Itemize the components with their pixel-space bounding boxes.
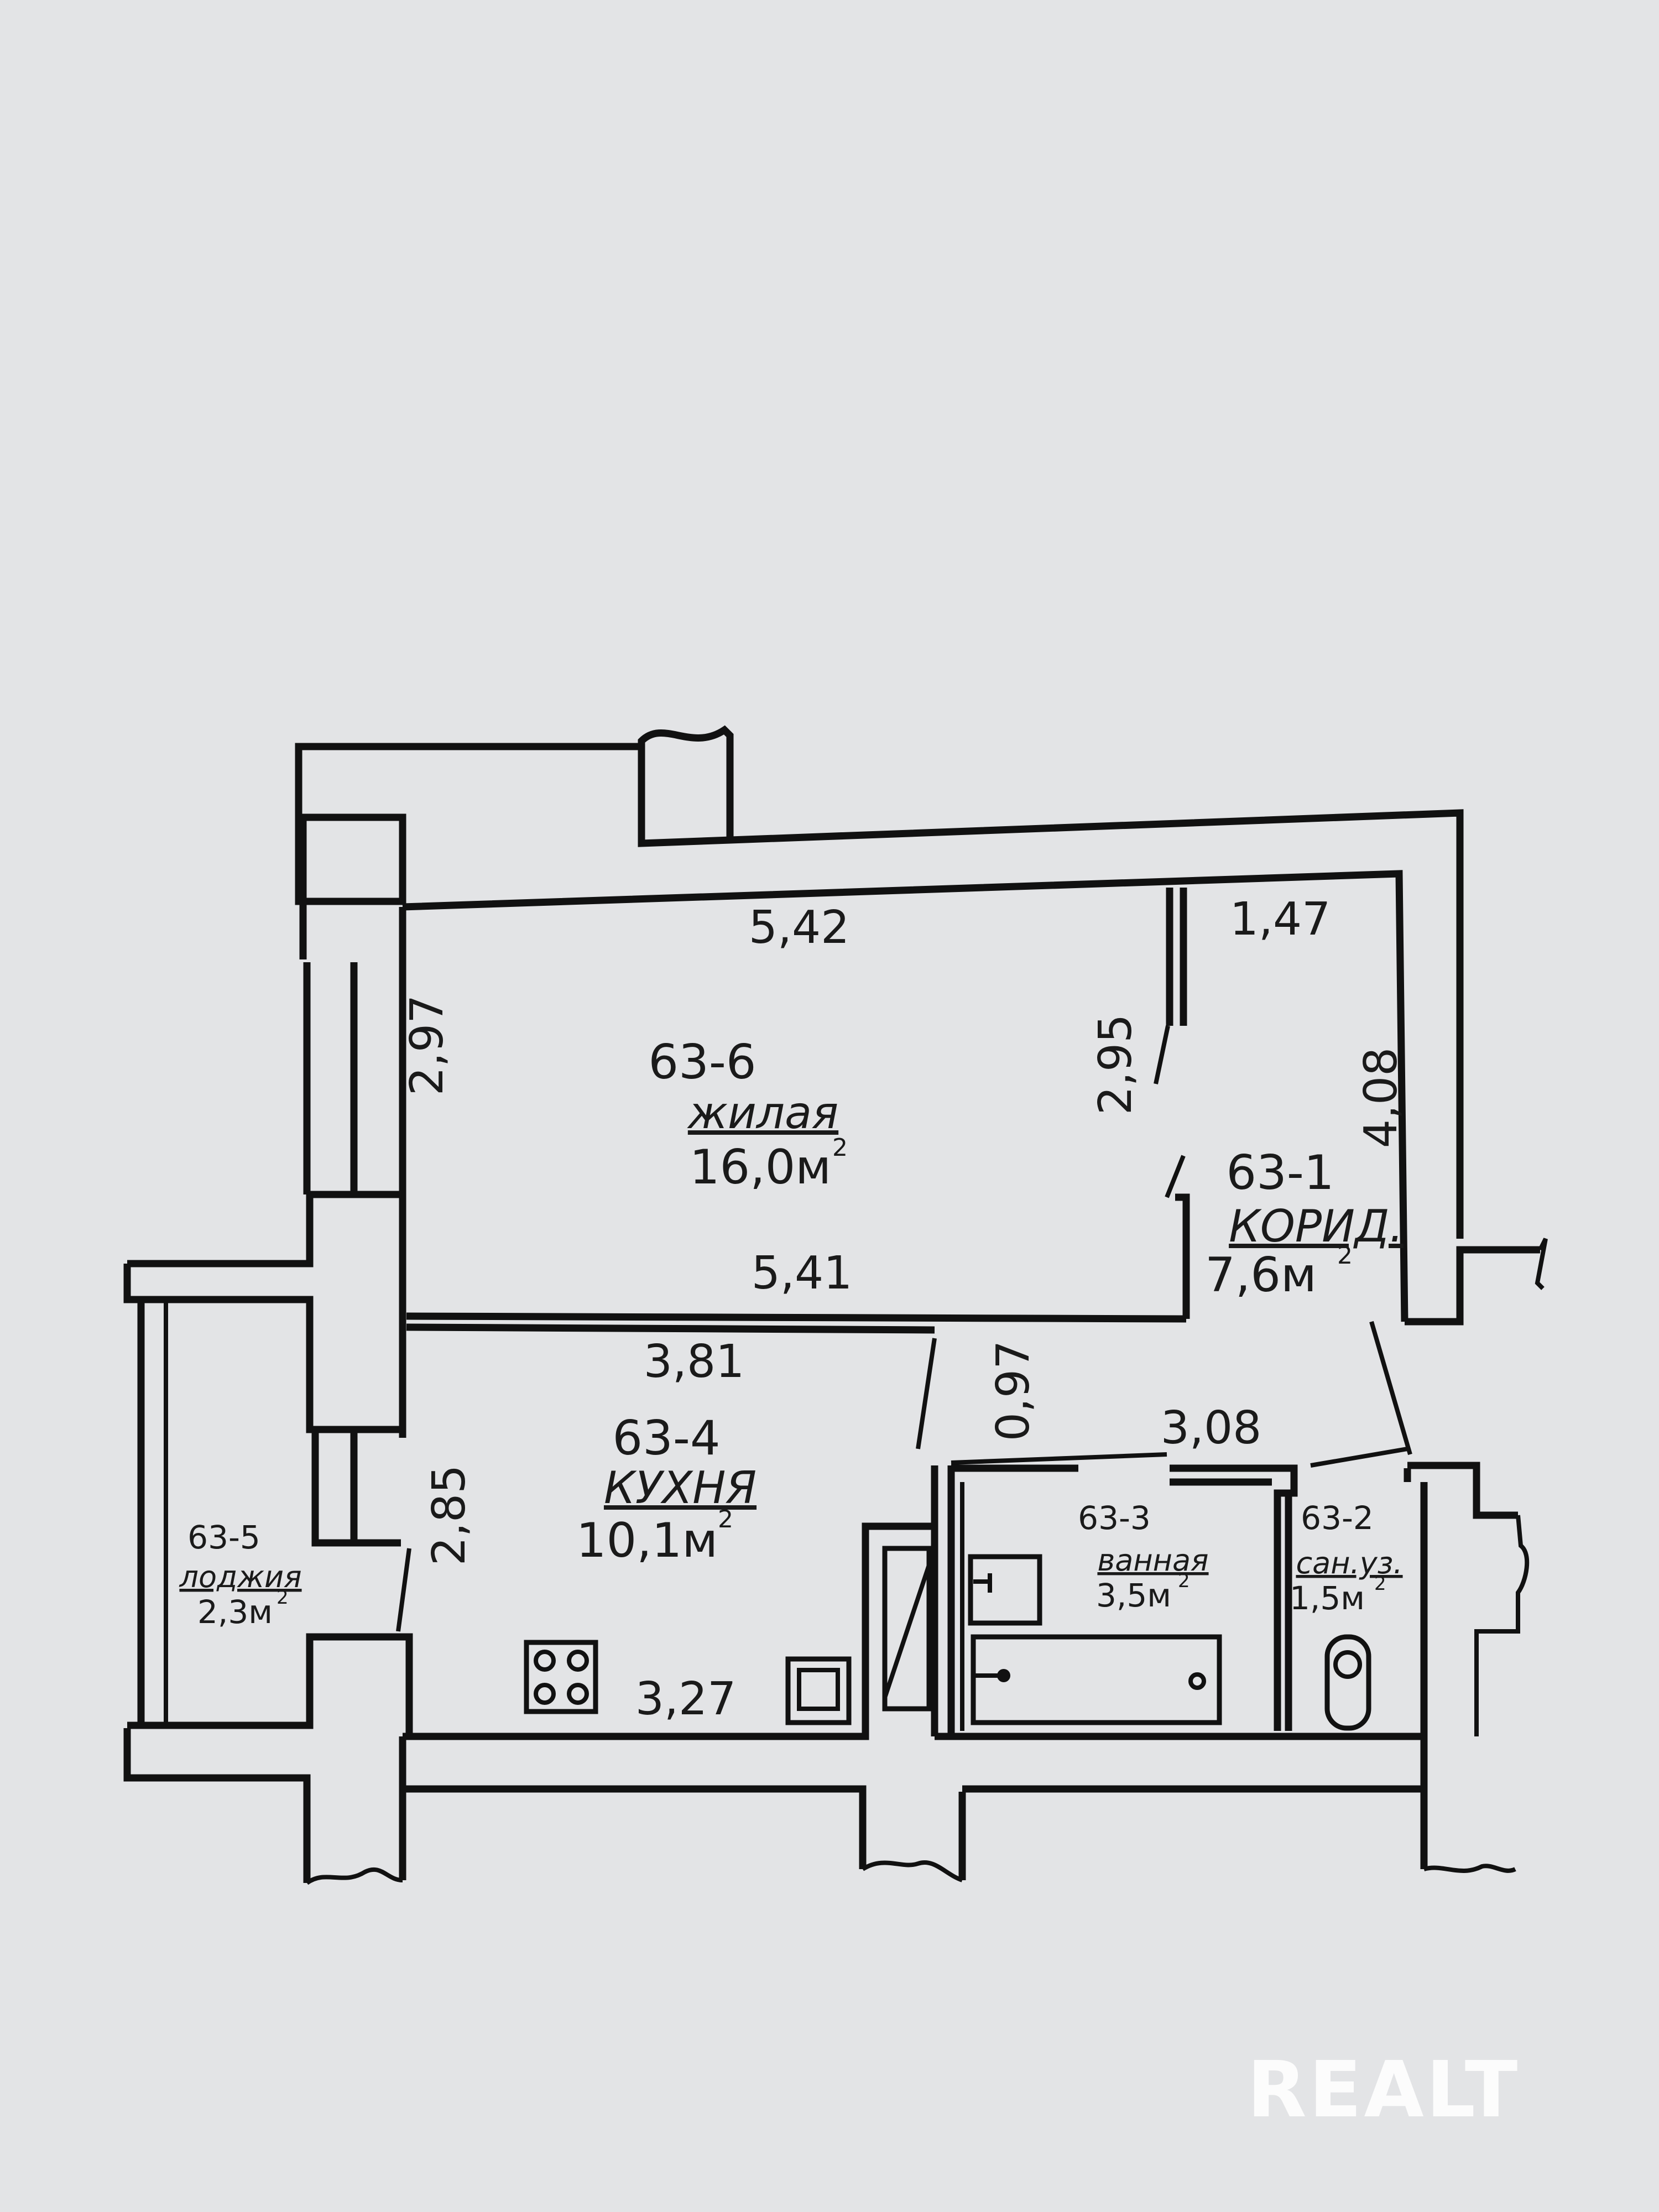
room-code: 63-2 xyxy=(1301,1499,1374,1537)
room-area: 2,3м xyxy=(197,1593,273,1631)
room-code: 63-6 xyxy=(648,1035,756,1090)
room-name: жилая xyxy=(687,1087,838,1139)
room-area: 3,5м xyxy=(1096,1577,1171,1614)
dimension-living-top: 5,42 xyxy=(749,901,850,954)
room-name: КОРИД. xyxy=(1229,1201,1404,1252)
dimension-passage-width: 0,97 xyxy=(987,1340,1040,1442)
area-unit-exponent: 2 xyxy=(1374,1573,1386,1595)
room-name: ванная xyxy=(1097,1543,1208,1578)
washbasin-icon xyxy=(968,1554,1042,1626)
dimension-corridor-top: 1,47 xyxy=(1230,893,1331,946)
room-area: 10,1м xyxy=(576,1513,718,1568)
room-area: 1,5м xyxy=(1290,1579,1365,1617)
dimension-living-right: 2,95 xyxy=(1089,1014,1142,1115)
vent-shaft-icon xyxy=(882,1546,932,1712)
room-name: сан.уз. xyxy=(1296,1546,1402,1580)
area-unit-exponent: 2 xyxy=(1178,1570,1190,1592)
area-unit-exponent: 2 xyxy=(276,1587,289,1609)
dimension-corridor-right: 4,08 xyxy=(1355,1047,1407,1149)
room-area: 7,6м xyxy=(1205,1248,1317,1303)
room-area: 16,0м xyxy=(690,1140,831,1195)
dimension-labels: 5,42 2,97 2,95 5,41 1,47 4,08 3,81 2,85 … xyxy=(401,893,1407,1725)
kitchen-sink-icon xyxy=(785,1656,852,1725)
dimension-kitchen-left: 2,85 xyxy=(423,1465,476,1566)
area-unit-exponent: 2 xyxy=(718,1505,733,1533)
area-unit-exponent: 2 xyxy=(1337,1241,1353,1270)
toilet-icon xyxy=(1324,1634,1371,1731)
room-name: КУХНЯ xyxy=(604,1462,757,1514)
doors xyxy=(396,1025,1412,1632)
dimension-living-left: 2,97 xyxy=(401,995,453,1096)
room-code: 63-1 xyxy=(1226,1145,1334,1201)
walls xyxy=(123,725,1548,1885)
room-labels: 63-6 жилая 16,0м 2 63-1 КОРИД. 7,6м 2 63… xyxy=(179,1035,1403,1631)
watermark-logo: REALT xyxy=(1247,2045,1520,2135)
dimension-kitchen-bottom: 3,27 xyxy=(635,1673,737,1725)
dimension-living-bottom: 5,41 xyxy=(752,1247,853,1300)
dimension-bath-top: 3,08 xyxy=(1161,1402,1262,1454)
area-unit-exponent: 2 xyxy=(832,1134,848,1162)
dimension-kitchen-top: 3,81 xyxy=(644,1335,745,1388)
room-code: 63-4 xyxy=(612,1411,720,1466)
room-code: 63-5 xyxy=(187,1519,260,1556)
fixtures xyxy=(164,1300,1371,1731)
stove-icon xyxy=(524,1640,598,1714)
room-name: лоджия xyxy=(179,1559,301,1594)
bathtub-icon xyxy=(971,1634,1222,1725)
room-code: 63-3 xyxy=(1078,1499,1151,1537)
